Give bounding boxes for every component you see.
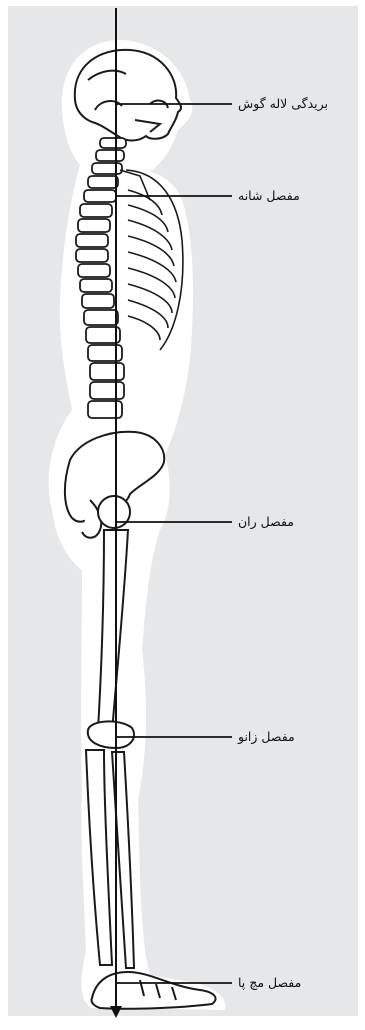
label-ankle: مفصل مچ پا [238,976,301,990]
label-hip: مفصل ران [238,515,294,529]
label-shoulder: مفصل شانه [238,189,300,203]
label-knee: مفصل زانو [238,730,295,744]
label-earlobe: بریدگی لاله گوش [238,97,328,111]
